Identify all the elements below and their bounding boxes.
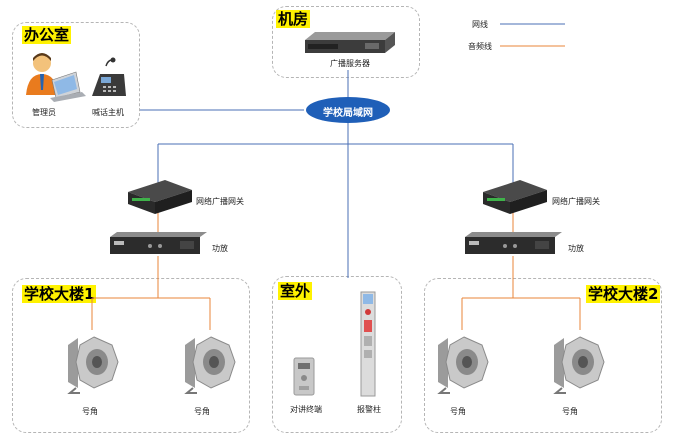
amp-right-icon bbox=[465, 232, 562, 254]
amp-left-icon bbox=[110, 232, 207, 254]
gateway-right-label: 网络广播网关 bbox=[552, 197, 600, 206]
horn-1a-icon bbox=[67, 336, 119, 394]
server-room-zone-title: 机房 bbox=[276, 10, 311, 28]
gateway-left-label: 网络广播网关 bbox=[196, 197, 244, 206]
building2-zone-title: 学校大楼2 bbox=[586, 285, 661, 303]
legend-network-label: 网线 bbox=[472, 20, 488, 29]
horn-1b-icon bbox=[184, 336, 236, 394]
horn-1b-label: 号角 bbox=[194, 407, 210, 416]
admin-label: 管理员 bbox=[32, 108, 56, 117]
gateway-left-icon bbox=[128, 180, 192, 214]
alarm-pillar-icon bbox=[360, 291, 376, 397]
intercom-terminal-icon bbox=[293, 357, 315, 396]
server-room-zone bbox=[272, 6, 420, 78]
alarm-pillar-label: 报警柱 bbox=[357, 405, 381, 414]
legend-audio-label: 音频线 bbox=[468, 42, 492, 51]
audio-lines bbox=[91, 45, 581, 330]
paging-console-label: 喊话主机 bbox=[92, 108, 124, 117]
network-lines bbox=[140, 23, 565, 278]
gateway-right-icon bbox=[483, 180, 547, 214]
broadcast-server-label: 广播服务器 bbox=[330, 59, 370, 68]
outdoor-zone-title: 室外 bbox=[278, 282, 313, 300]
office-zone-title: 办公室 bbox=[22, 26, 72, 44]
admin-icon bbox=[26, 53, 86, 102]
paging-console-icon bbox=[92, 57, 126, 96]
horn-1a-label: 号角 bbox=[82, 407, 98, 416]
office-zone bbox=[12, 22, 140, 128]
broadcast-server-icon bbox=[305, 32, 395, 53]
horn-2b-icon bbox=[553, 336, 605, 394]
intercom-terminal-label: 对讲终端 bbox=[290, 405, 322, 414]
lan-ellipse bbox=[306, 97, 390, 123]
horn-2a-icon bbox=[437, 336, 489, 394]
building1-zone bbox=[12, 278, 250, 433]
building2-zone bbox=[424, 278, 662, 433]
lan-label: 学校局域网 bbox=[323, 108, 373, 119]
amp-right-label: 功放 bbox=[568, 244, 584, 253]
building1-zone-title: 学校大楼1 bbox=[22, 285, 97, 303]
horn-2b-label: 号角 bbox=[562, 407, 578, 416]
amp-left-label: 功放 bbox=[212, 244, 228, 253]
horn-2a-label: 号角 bbox=[450, 407, 466, 416]
outdoor-zone bbox=[272, 276, 402, 433]
